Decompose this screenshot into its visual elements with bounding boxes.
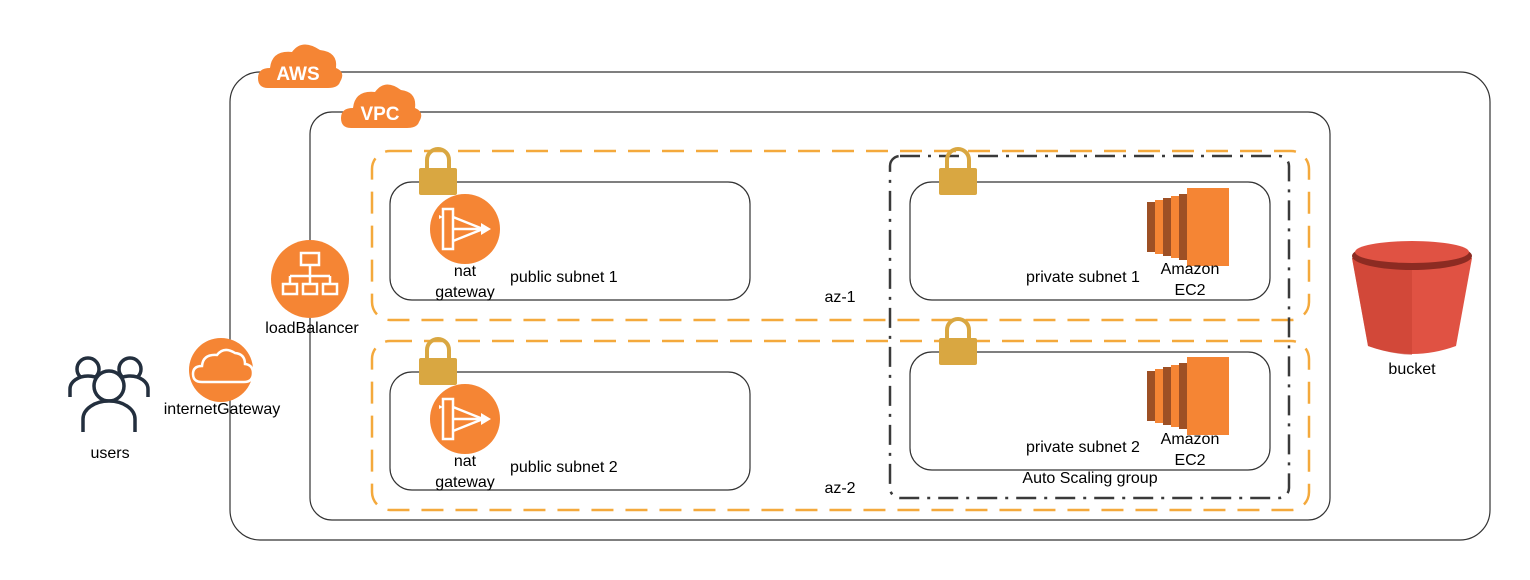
lock-icon: [937, 317, 979, 367]
ec2-label-line1: Amazon: [1161, 431, 1220, 448]
aws-cloud-frame: [229, 71, 1491, 541]
vpc-badge-label: VPC: [360, 104, 399, 125]
private-subnet-1-label: private subnet 1: [1026, 269, 1140, 286]
public-subnet-2-label: public subnet 2: [510, 459, 618, 476]
az-1-box: [370, 149, 1311, 322]
ec2-label-line1: Amazon: [1161, 261, 1220, 278]
private-subnet-2-label: private subnet 2: [1026, 439, 1140, 456]
lock-icon: [417, 337, 459, 387]
s3-bucket-icon: [1352, 241, 1472, 355]
nat-gateway-icon: [428, 192, 502, 266]
users-icon: [68, 356, 150, 432]
az-1-label: az-1: [824, 289, 855, 306]
load-balancer-label: loadBalancer: [265, 320, 359, 337]
az-2-box: [370, 339, 1311, 512]
asg-label: Auto Scaling group: [1022, 470, 1157, 487]
nat-label-line1: nat: [454, 453, 477, 470]
nat-gateway-icon: [428, 382, 502, 456]
bucket-label: bucket: [1388, 361, 1436, 378]
load-balancer-icon: [271, 240, 349, 318]
users-label: users: [90, 445, 129, 462]
aws-badge-label: AWS: [276, 64, 319, 85]
cloud-icon: [189, 338, 255, 402]
nat-label-line2: gateway: [435, 474, 495, 491]
auto-scaling-group-box: [888, 154, 1291, 500]
vpc-badge: VPC: [341, 84, 422, 128]
nat-label-line2: gateway: [435, 284, 495, 301]
nat-label-line1: nat: [454, 263, 477, 280]
public-subnet-1-label: public subnet 1: [510, 269, 618, 286]
aws-badge: AWS: [258, 44, 343, 88]
az-2-label: az-2: [824, 480, 855, 497]
ec2-label-line2: EC2: [1174, 282, 1205, 299]
lock-icon: [417, 147, 459, 197]
ec2-label-line2: EC2: [1174, 452, 1205, 469]
internet-gateway-label: internetGateway: [164, 401, 281, 418]
